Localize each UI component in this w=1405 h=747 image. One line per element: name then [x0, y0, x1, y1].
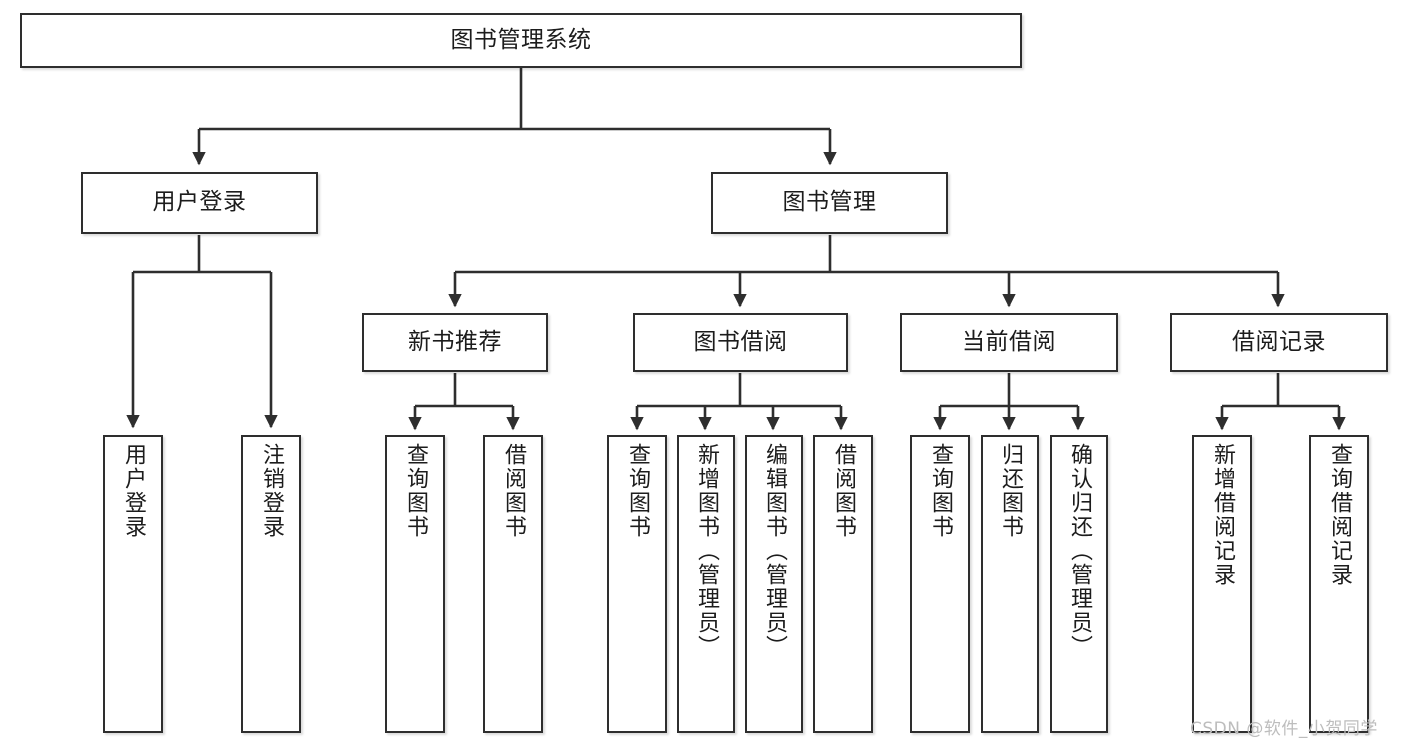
node-label: 注销登录: [259, 443, 284, 539]
leaf-query-borrow-record[interactable]: 查询借阅记录: [1309, 435, 1369, 733]
node-new-book-recommend[interactable]: 新书推荐: [362, 313, 548, 372]
leaf-borrow-book[interactable]: 借阅图书: [813, 435, 873, 733]
node-label: 当前借阅: [962, 328, 1056, 355]
leaf-query-book-borrow[interactable]: 查询图书: [607, 435, 667, 733]
node-label: 图书管理系统: [450, 26, 592, 53]
node-label: 新增图书（管理员）: [694, 443, 719, 659]
node-root-system[interactable]: 图书管理系统: [20, 13, 1022, 68]
node-label: 用户登录: [152, 189, 247, 216]
node-label: 新书推荐: [408, 328, 502, 355]
node-label: 编辑图书（管理员）: [762, 443, 787, 659]
node-label: 图书管理: [782, 189, 877, 216]
leaf-query-book-recommend[interactable]: 查询图书: [385, 435, 445, 733]
leaf-confirm-return-admin[interactable]: 确认归还（管理员）: [1050, 435, 1108, 733]
node-label: 查询图书: [625, 443, 650, 539]
node-label: 查询图书: [403, 443, 428, 539]
leaf-return-book[interactable]: 归还图书: [981, 435, 1039, 733]
node-label: 图书借阅: [693, 328, 788, 355]
node-label: 借阅图书: [831, 443, 856, 539]
node-label: 查询图书: [928, 443, 953, 539]
node-label: 新增借阅记录: [1210, 443, 1235, 587]
node-book-borrow[interactable]: 图书借阅: [633, 313, 848, 372]
csdn-watermark: CSDN @软件_小贺同学: [1190, 719, 1378, 739]
leaf-add-borrow-record[interactable]: 新增借阅记录: [1192, 435, 1252, 733]
leaf-logout-login[interactable]: 注销登录: [241, 435, 301, 733]
leaf-borrow-book-recommend[interactable]: 借阅图书: [483, 435, 543, 733]
node-book-management[interactable]: 图书管理: [711, 172, 948, 234]
leaf-add-book-admin[interactable]: 新增图书（管理员）: [677, 435, 735, 733]
leaf-edit-book-admin[interactable]: 编辑图书（管理员）: [745, 435, 803, 733]
node-label: 查询借阅记录: [1327, 443, 1352, 587]
node-label: 借阅图书: [501, 443, 526, 539]
node-label: 借阅记录: [1232, 328, 1326, 355]
leaf-user-login[interactable]: 用户登录: [103, 435, 163, 733]
node-label: 归还图书: [998, 443, 1023, 539]
node-current-borrow[interactable]: 当前借阅: [900, 313, 1118, 372]
leaf-query-book-current[interactable]: 查询图书: [910, 435, 970, 733]
node-user-login[interactable]: 用户登录: [81, 172, 318, 234]
node-label: 确认归还（管理员）: [1067, 443, 1092, 659]
node-borrow-records[interactable]: 借阅记录: [1170, 313, 1388, 372]
node-label: 用户登录: [121, 443, 146, 539]
